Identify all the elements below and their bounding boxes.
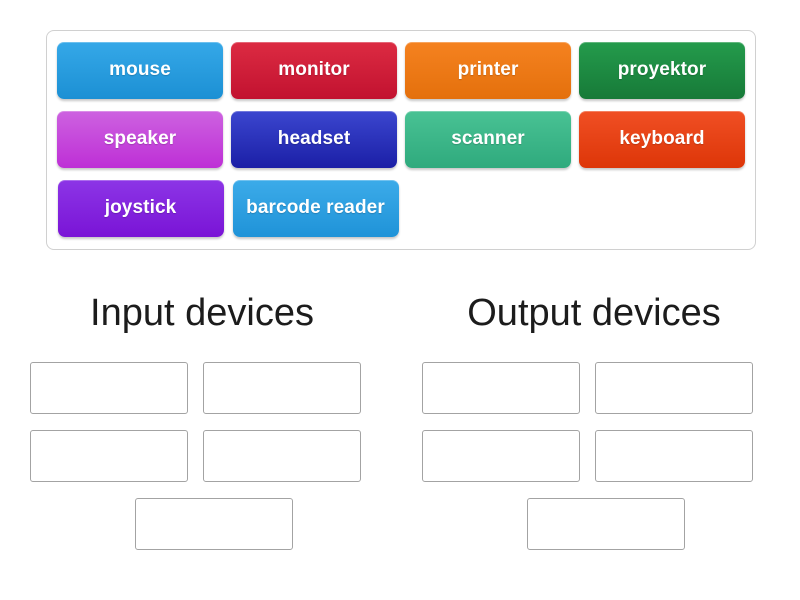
tile-slot: scanner (401, 108, 575, 171)
tile-slot: mouse (53, 39, 227, 102)
dropzone[interactable] (422, 430, 580, 482)
dropzone[interactable] (422, 362, 580, 414)
dropzone[interactable] (527, 498, 685, 550)
dropzone[interactable] (203, 430, 361, 482)
dropzone[interactable] (595, 430, 753, 482)
dropzone-row (422, 362, 790, 414)
dropzone[interactable] (595, 362, 753, 414)
dropzone-row (422, 498, 790, 550)
tile-slot: proyektor (575, 39, 749, 102)
word-tile[interactable]: monitor (231, 42, 397, 99)
tile-slot: monitor (227, 39, 401, 102)
word-tile[interactable]: printer (405, 42, 571, 99)
tile-slot: printer (401, 39, 575, 102)
word-tile[interactable]: barcode reader (232, 180, 399, 237)
dropzone[interactable] (30, 430, 188, 482)
word-tile[interactable]: keyboard (579, 111, 745, 168)
dropzone-column-input-devices (30, 362, 398, 552)
dropzone-row (422, 430, 790, 482)
dropzone-row (30, 362, 398, 414)
word-tile[interactable]: proyektor (579, 42, 745, 99)
word-tile[interactable]: speaker (57, 111, 223, 168)
category-title-input-devices: Input devices (90, 292, 314, 334)
word-tile[interactable]: headset (231, 111, 397, 168)
dropzone-column-output-devices (422, 362, 790, 552)
tile-slot: keyboard (575, 108, 749, 171)
tile-slot: barcode reader (228, 177, 403, 240)
dropzone-row (30, 498, 398, 550)
tile-slot: speaker (53, 108, 227, 171)
category-title-output-devices: Output devices (467, 292, 721, 334)
dropzone[interactable] (135, 498, 293, 550)
word-tile[interactable]: scanner (405, 111, 571, 168)
word-tile[interactable]: mouse (57, 42, 223, 99)
dropzone[interactable] (203, 362, 361, 414)
tile-slot: joystick (53, 177, 228, 240)
dropzone-row (30, 430, 398, 482)
tile-slot: headset (227, 108, 401, 171)
dropzone[interactable] (30, 362, 188, 414)
word-tile[interactable]: joystick (57, 180, 224, 237)
